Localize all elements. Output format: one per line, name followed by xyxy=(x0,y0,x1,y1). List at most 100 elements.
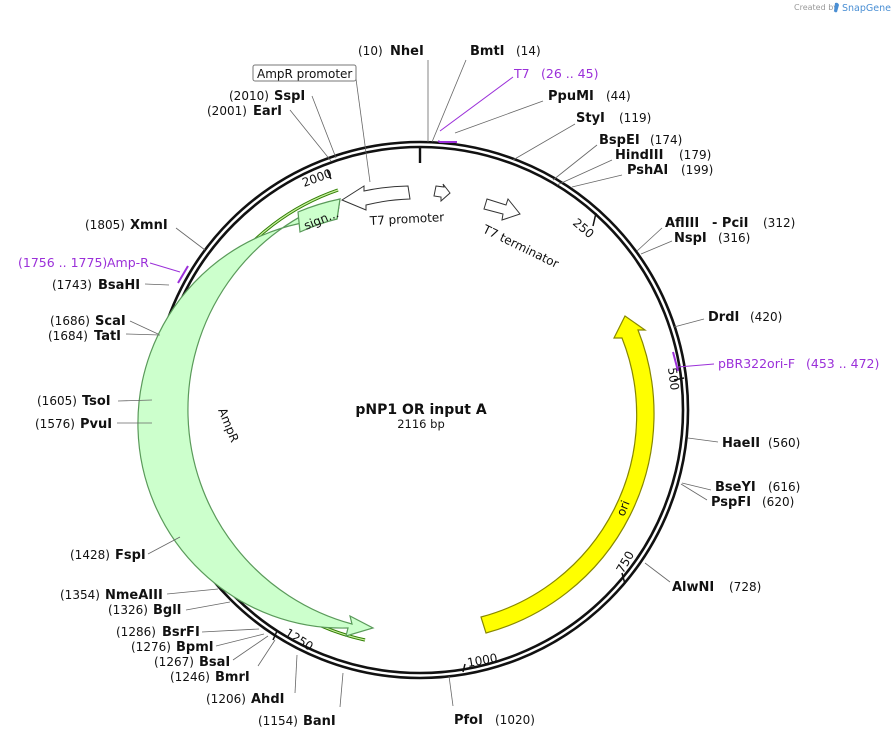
primer-t7-range: (26 .. 45) xyxy=(541,66,598,81)
enzyme-ppumi-pos: (44) xyxy=(606,89,631,103)
enzyme-nmeaiii[interactable]: NmeAIII xyxy=(105,588,163,603)
ori-feature-arrow[interactable] xyxy=(480,315,655,634)
enzyme-tsoi-pos: (1605) xyxy=(37,394,77,408)
enzyme-pspfi-pos: (620) xyxy=(762,495,794,509)
tick-label-1000: 1000 xyxy=(466,651,499,670)
enzyme-tati[interactable]: TatI xyxy=(94,329,121,344)
enzyme-fspi-pos: (1428) xyxy=(70,548,110,562)
enzyme-bsahi[interactable]: BsaHI xyxy=(98,278,140,293)
enzyme-ahdi[interactable]: AhdI xyxy=(251,692,284,707)
enzyme-tsoi[interactable]: TsoI xyxy=(82,394,111,409)
enzyme-xmni-pos: (1805) xyxy=(85,218,125,232)
snapgene-logo-icon xyxy=(834,2,839,13)
enzyme-bsahi-pos: (1743) xyxy=(52,278,92,292)
t7-promoter-label: T7 promoter xyxy=(368,210,444,228)
enzyme-bpmi-pos: (1276) xyxy=(131,640,171,654)
tick-mark-750: 750 xyxy=(613,549,637,585)
enzyme-eari[interactable]: EarI xyxy=(253,104,282,119)
signal-sequence-arrow[interactable] xyxy=(297,198,341,233)
amp-r-primer-leader xyxy=(149,262,181,273)
primer-pbr322ori-f[interactable]: pBR322ori-F xyxy=(718,356,795,371)
enzyme-bani-pos: (1154) xyxy=(258,714,298,728)
enzyme-bsai-pos: (1267) xyxy=(154,655,194,669)
enzyme-bseyi-pos: (616) xyxy=(768,480,800,494)
enzyme-haeii[interactable]: HaeII xyxy=(722,436,760,451)
enzyme-alwni-pos: (728) xyxy=(729,580,761,594)
enzyme-drdi-pos: (420) xyxy=(750,310,782,324)
tick-label-2000: 2000 xyxy=(300,166,333,190)
enzyme-afliii[interactable]: AflIII xyxy=(665,216,699,231)
enzyme-pvui-pos: (1576) xyxy=(35,417,75,431)
enzyme-nmeaiii-pos: (1354) xyxy=(60,588,100,602)
enzyme-bgli-pos: (1326) xyxy=(108,603,148,617)
enzyme-bsrfi[interactable]: BsrFI xyxy=(162,625,200,640)
ori-label: ori xyxy=(614,498,633,518)
enzyme-bmri-pos: (1246) xyxy=(170,670,210,684)
enzyme-nspi[interactable]: NspI xyxy=(674,231,707,246)
enzyme-bsrfi-pos: (1286) xyxy=(116,625,156,639)
ampr-promoter-label: AmpR promoter xyxy=(257,67,352,81)
enzyme-bgli[interactable]: BglI xyxy=(153,603,182,618)
enzyme-bspei-pos: (174) xyxy=(650,133,682,147)
enzyme-pcii-pos: (312) xyxy=(763,216,795,230)
pbr322ori-f-leader xyxy=(677,363,715,368)
enzyme-bspei[interactable]: BspEI xyxy=(599,133,640,148)
enzyme-scai-pos: (1686) xyxy=(50,314,90,328)
enzyme-bsai[interactable]: BsaI xyxy=(199,655,230,670)
enzyme-styi[interactable]: StyI xyxy=(576,111,605,126)
enzyme-pfoi-pos: (1020) xyxy=(495,713,535,727)
ampr-promoter-leader xyxy=(355,78,371,183)
t7-terminator-label: T7 terminator xyxy=(480,222,561,271)
enzyme-pspfi[interactable]: PspFI xyxy=(711,495,751,510)
enzyme-nhei-pos: (10) xyxy=(358,44,383,58)
enzyme-alwni[interactable]: AlwNI xyxy=(672,580,714,595)
tick-label-500: 500 xyxy=(665,367,682,391)
enzyme-haeii-pos: (560) xyxy=(768,436,800,450)
plasmid-length: 2116 bp xyxy=(397,417,445,431)
t7-primer-marker xyxy=(437,140,457,143)
enzyme-bseyi[interactable]: BseYI xyxy=(715,480,756,495)
enzyme-fspi[interactable]: FspI xyxy=(115,548,146,563)
enzyme-pcii[interactable]: - PciI xyxy=(712,216,748,231)
enzyme-eari-pos: (2001) xyxy=(207,104,247,118)
tick-mark-500: 500 xyxy=(665,367,685,391)
enzyme-ahdi-pos: (1206) xyxy=(206,692,246,706)
enzyme-nhei[interactable]: NheI xyxy=(390,44,424,59)
tick-label-250: 250 xyxy=(570,216,597,241)
enzyme-ppumi[interactable]: PpuMI xyxy=(548,89,594,104)
ampr-promoter-box[interactable] xyxy=(252,64,357,82)
tick-mark-250: 250 xyxy=(570,212,597,241)
enzyme-drdi[interactable]: DrdI xyxy=(708,310,739,325)
pbr322ori-f-marker xyxy=(672,351,679,372)
enzyme-bmti[interactable]: BmtI xyxy=(470,44,505,59)
credit-prefix: Created by xyxy=(794,3,838,12)
enzyme-hindiii[interactable]: HindIII xyxy=(615,148,663,163)
enzyme-sspi-pos: (2010) xyxy=(229,89,269,103)
enzyme-hindiii-pos: (179) xyxy=(679,148,711,162)
primer-amp-r[interactable]: Amp-R xyxy=(107,255,149,270)
enzyme-sspi[interactable]: SspI xyxy=(274,89,305,104)
tick-mark-2000: 2000 xyxy=(300,166,333,190)
tick-mark-1000: 1000 xyxy=(462,651,499,673)
ampr-feature-arrow[interactable] xyxy=(137,198,375,637)
enzyme-leader-lines xyxy=(117,59,719,708)
enzyme-pshai-pos: (199) xyxy=(681,163,713,177)
enzyme-bmri[interactable]: BmrI xyxy=(215,670,250,685)
enzyme-xmni[interactable]: XmnI xyxy=(130,218,168,233)
primer-t7[interactable]: T7 xyxy=(513,66,530,81)
enzyme-pfoi[interactable]: PfoI xyxy=(454,713,483,728)
tick-mark-1250: 1250 xyxy=(272,626,316,654)
enzyme-bpmi[interactable]: BpmI xyxy=(176,640,214,655)
enzyme-bmti-pos: (14) xyxy=(516,44,541,58)
amp-r-primer-marker xyxy=(177,265,189,284)
t7-promoter-arrow[interactable] xyxy=(340,185,411,211)
ampr-label: AmpR xyxy=(215,406,241,444)
credit-brand: SnapGene xyxy=(842,3,891,14)
t7-small-arrow[interactable] xyxy=(433,183,451,203)
enzyme-pvui[interactable]: PvuI xyxy=(80,417,112,432)
enzyme-pshai[interactable]: PshAI xyxy=(627,163,668,178)
enzyme-bani[interactable]: BanI xyxy=(303,714,336,729)
t7-terminator-arrow[interactable] xyxy=(483,197,521,221)
enzyme-scai[interactable]: ScaI xyxy=(95,314,126,329)
